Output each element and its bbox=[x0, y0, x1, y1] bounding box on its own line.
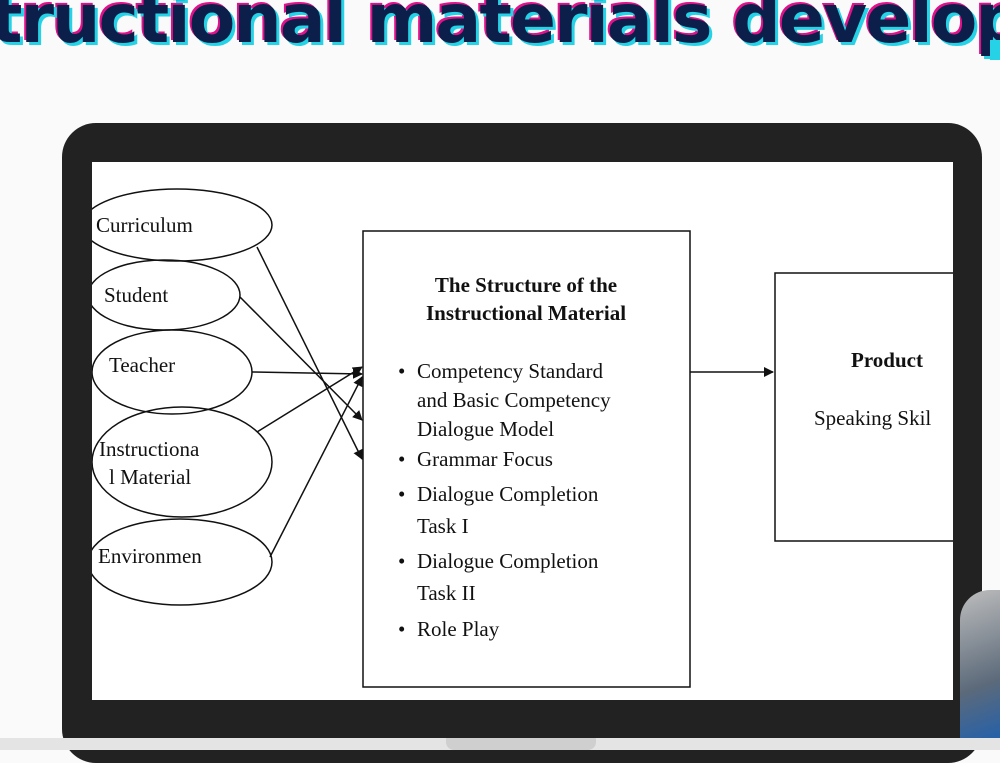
input-label-instructional-material-line1: Instructiona bbox=[99, 437, 200, 461]
input-label-environment: Environmen bbox=[98, 544, 202, 568]
input-label-curriculum: Curriculum bbox=[96, 213, 193, 237]
structure-box bbox=[362, 230, 691, 688]
input-label-teacher: Teacher bbox=[109, 353, 175, 377]
bullet-mark: • bbox=[398, 617, 405, 641]
arrow-environment-to-structure bbox=[269, 376, 363, 558]
input-label-student: Student bbox=[104, 283, 168, 307]
structure-item-1-line1: Competency Standard bbox=[417, 359, 604, 383]
diagram-screen: Curriculum Student Teacher Instructiona … bbox=[92, 162, 953, 700]
structure-item-1-line3: Dialogue Model bbox=[417, 417, 554, 441]
product-box-subtitle: Speaking Skil bbox=[814, 406, 931, 430]
slide-title: tructional materials develop bbox=[0, 0, 1000, 59]
title-accent-decoration bbox=[990, 40, 1000, 60]
structure-item-4-line2: Task II bbox=[417, 581, 476, 605]
arrow-instructional-material-to-structure bbox=[256, 366, 363, 433]
arrow-curriculum-to-structure bbox=[256, 246, 363, 460]
structure-item-3-line2: Task I bbox=[417, 514, 469, 538]
oval-environment bbox=[92, 518, 273, 606]
bullet-mark: • bbox=[398, 482, 405, 506]
structure-item-1-line2: and Basic Competency bbox=[417, 388, 611, 412]
structure-box-title-line2: Instructional Material bbox=[426, 301, 626, 325]
bullet-mark: • bbox=[398, 359, 405, 383]
structure-item-3-line1: Dialogue Completion bbox=[417, 482, 599, 506]
corner-decoration bbox=[960, 590, 1000, 740]
diagram-svg: Curriculum Student Teacher Instructiona … bbox=[92, 188, 953, 688]
input-label-instructional-material-line2: l Material bbox=[109, 465, 191, 489]
arrow-student-to-structure bbox=[239, 296, 363, 421]
bullet-mark: • bbox=[398, 549, 405, 573]
structure-item-4-line1: Dialogue Completion bbox=[417, 549, 599, 573]
structure-item-2-line1: Grammar Focus bbox=[417, 447, 553, 471]
product-box bbox=[774, 272, 953, 542]
arrow-teacher-to-structure bbox=[251, 368, 363, 379]
structure-item-5-line1: Role Play bbox=[417, 617, 500, 641]
oval-instructional-material bbox=[92, 406, 273, 518]
product-box-title: Product bbox=[851, 348, 923, 372]
structure-box-title-line1: The Structure of the bbox=[435, 273, 617, 297]
bullet-mark: • bbox=[398, 447, 405, 471]
laptop-notch bbox=[446, 738, 596, 750]
